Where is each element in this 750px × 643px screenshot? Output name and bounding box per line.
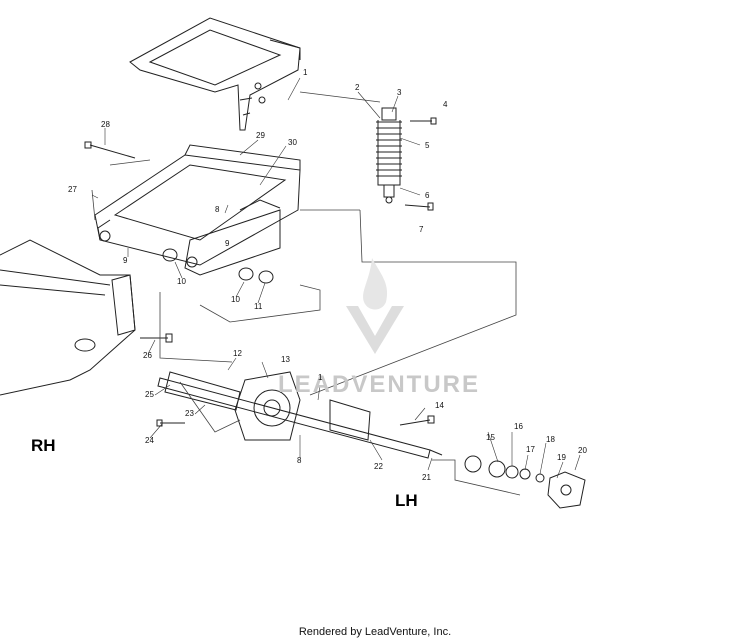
callout-2: 2 bbox=[355, 83, 360, 92]
bolt-26 bbox=[140, 333, 173, 343]
callout-15: 15 bbox=[486, 433, 495, 442]
bolt-4 bbox=[410, 117, 437, 125]
upper-frame-bracket bbox=[129, 17, 301, 131]
callout-3: 3 bbox=[397, 88, 402, 97]
bushing-11 bbox=[258, 270, 274, 284]
bolt-28 bbox=[84, 141, 136, 159]
callout-10: 10 bbox=[177, 277, 186, 286]
hub-parts bbox=[464, 455, 586, 509]
callout-1: 1 bbox=[318, 373, 323, 382]
callout-12: 12 bbox=[233, 349, 242, 358]
callout-26: 26 bbox=[143, 351, 152, 360]
callout-11: 11 bbox=[254, 302, 263, 311]
callout-28: 28 bbox=[101, 120, 110, 129]
bolt-24 bbox=[156, 419, 185, 427]
watermark-text: LEADVENTURE bbox=[278, 371, 481, 398]
leadventure-flame-logo bbox=[346, 258, 404, 354]
callout-8: 8 bbox=[215, 205, 220, 214]
callout-14: 14 bbox=[435, 401, 444, 410]
callout-17: 17 bbox=[526, 445, 535, 454]
rear-mount-frame bbox=[94, 144, 301, 276]
callout-8: 8 bbox=[297, 456, 302, 465]
callout-25: 25 bbox=[145, 390, 154, 399]
callout-1: 1 bbox=[303, 68, 308, 77]
callout-7: 7 bbox=[419, 225, 424, 234]
rh-label: RH bbox=[31, 436, 56, 455]
callout-18: 18 bbox=[546, 435, 555, 444]
callout-9: 9 bbox=[225, 239, 230, 248]
callout-20: 20 bbox=[578, 446, 587, 455]
callout-29: 29 bbox=[256, 131, 265, 140]
callout-27: 27 bbox=[68, 185, 77, 194]
callout-16: 16 bbox=[514, 422, 523, 431]
callout-5: 5 bbox=[425, 141, 430, 150]
callout-6: 6 bbox=[425, 191, 430, 200]
left-chassis-section bbox=[0, 239, 136, 396]
render-credit: Rendered by LeadVenture, Inc. bbox=[298, 626, 452, 638]
callout-23: 23 bbox=[185, 409, 194, 418]
callout-30: 30 bbox=[288, 138, 297, 147]
callout-22: 22 bbox=[374, 462, 383, 471]
callout-13: 13 bbox=[281, 355, 290, 364]
callout-21: 21 bbox=[422, 473, 431, 482]
shock-absorber bbox=[376, 107, 402, 204]
bolt-7 bbox=[404, 202, 434, 211]
bushing-10 bbox=[162, 248, 254, 281]
lh-label: LH bbox=[395, 491, 418, 510]
callout-9: 9 bbox=[123, 256, 128, 265]
callout-19: 19 bbox=[557, 453, 566, 462]
callout-10: 10 bbox=[231, 295, 240, 304]
rear-axle-assembly bbox=[157, 371, 443, 459]
callout-24: 24 bbox=[145, 436, 154, 445]
bolt-14 bbox=[399, 415, 435, 426]
callout-4: 4 bbox=[443, 100, 448, 109]
leader-lines bbox=[91, 77, 581, 479]
reference-lines bbox=[91, 91, 521, 496]
